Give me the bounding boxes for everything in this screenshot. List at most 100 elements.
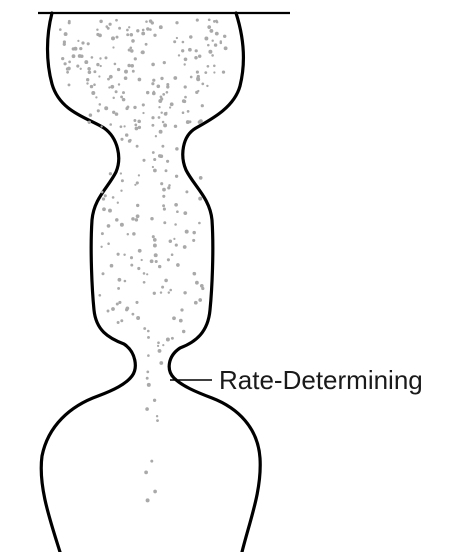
particle-dot	[109, 23, 112, 26]
particle-dot	[162, 121, 165, 124]
particle-dot	[153, 399, 156, 402]
particle-dot	[201, 83, 204, 86]
particle-dot	[175, 175, 178, 178]
particle-dot	[117, 68, 120, 71]
particle-dot	[135, 218, 138, 221]
particle-dot	[109, 172, 112, 175]
particle-dot	[120, 319, 123, 322]
particle-dot	[72, 54, 76, 58]
particle-dot	[189, 35, 192, 38]
particle-dot	[81, 41, 84, 44]
particle-dot	[155, 260, 158, 263]
particle-dot	[169, 289, 172, 292]
particle-dot	[108, 86, 110, 88]
particle-dot	[198, 222, 201, 225]
particle-dot	[222, 70, 225, 73]
particle-dot	[145, 407, 149, 411]
particle-dot	[79, 47, 82, 50]
particle-dot	[159, 154, 163, 158]
particle-dot	[147, 330, 150, 333]
particle-dot	[184, 96, 187, 99]
particle-dot	[84, 60, 88, 64]
particle-dot	[138, 249, 142, 253]
particle-dot	[118, 83, 120, 85]
particle-dot	[216, 21, 219, 24]
particle-dot	[120, 223, 124, 227]
particle-dot	[187, 110, 190, 113]
particle-dot	[91, 56, 94, 59]
particle-dot	[198, 120, 201, 123]
particle-dot	[93, 70, 96, 73]
particle-dot	[155, 135, 157, 137]
particle-dot	[128, 26, 130, 28]
particle-dot	[130, 264, 133, 267]
particle-dot	[138, 126, 141, 129]
particle-dot	[77, 40, 79, 42]
particle-dot	[117, 253, 120, 256]
particle-dot	[164, 279, 168, 283]
particle-dot	[132, 70, 135, 73]
particle-dot	[125, 133, 128, 136]
particle-dot	[134, 124, 137, 127]
particle-dot	[175, 21, 178, 24]
particle-dot	[120, 190, 122, 192]
particle-dot	[117, 202, 119, 204]
particle-dot	[116, 36, 119, 39]
particle-dot	[111, 36, 115, 40]
particle-dot	[128, 48, 131, 51]
particle-dot	[151, 82, 154, 85]
particle-dot	[168, 291, 170, 293]
particle-dot	[186, 120, 190, 124]
particle-dot	[146, 273, 148, 275]
particle-dot	[64, 62, 67, 65]
particle-dot	[96, 63, 99, 66]
particle-dot	[99, 57, 101, 59]
particle-dot	[68, 20, 71, 23]
particle-dot	[124, 77, 127, 80]
particle-dot	[112, 46, 114, 48]
particle-dot	[126, 29, 129, 32]
particle-dot	[121, 179, 124, 182]
particle-dot	[165, 112, 167, 114]
particle-dot	[118, 278, 122, 282]
particle-dot	[150, 259, 154, 263]
particle-dot	[183, 291, 186, 294]
particle-dot	[163, 123, 167, 127]
particle-dot	[161, 286, 164, 289]
particle-dot	[101, 232, 104, 235]
particle-dot	[198, 197, 202, 201]
particle-dot	[158, 99, 162, 103]
particle-dot	[166, 91, 169, 94]
particle-dot	[145, 20, 148, 23]
particle-dot	[156, 415, 158, 417]
particle-dot	[133, 106, 136, 109]
particle-dot	[126, 33, 129, 36]
particle-dot	[147, 354, 150, 357]
particle-dot	[131, 313, 134, 316]
particle-dot	[142, 103, 145, 106]
particle-dot	[192, 231, 195, 234]
particle-dot	[153, 158, 156, 161]
particle-dot	[170, 102, 174, 106]
particle-dot	[76, 65, 79, 68]
particle-dot	[146, 498, 150, 502]
particle-dot	[167, 186, 170, 189]
particle-dot	[108, 209, 112, 213]
particle-dot	[107, 310, 110, 313]
particle-dot	[171, 253, 174, 256]
particle-dot	[143, 281, 146, 284]
particle-dot	[64, 32, 68, 36]
particle-dot	[161, 145, 164, 148]
particle-dot	[118, 27, 121, 30]
particle-dot	[162, 195, 165, 198]
particle-dot	[141, 50, 145, 54]
particle-dot	[182, 41, 185, 44]
particle-dot	[150, 460, 153, 463]
particle-dot	[93, 83, 96, 86]
particle-dot	[208, 50, 212, 54]
particle-dot	[163, 61, 166, 64]
particle-dot	[152, 92, 156, 96]
particle-dot	[162, 344, 164, 346]
particle-dot	[156, 84, 160, 88]
particle-dot	[163, 221, 166, 224]
